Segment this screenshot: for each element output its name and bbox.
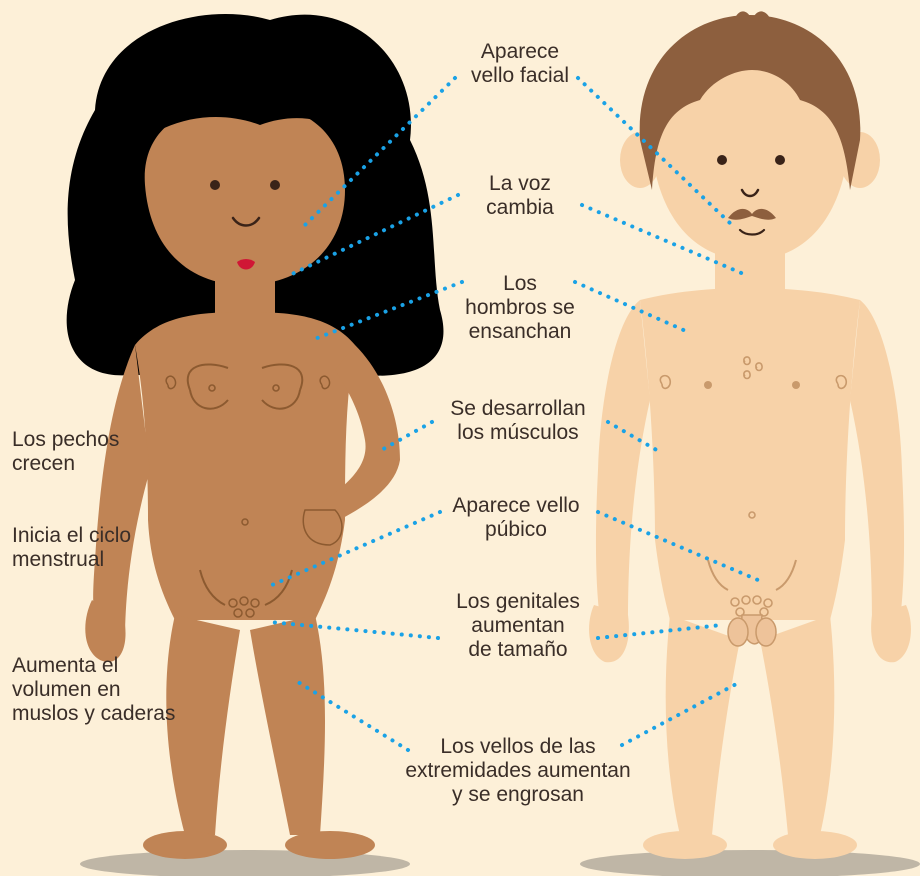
girl-figure <box>66 14 444 859</box>
girl-body <box>135 312 355 620</box>
label-muscles: Se desarrollan los músculos <box>450 397 586 444</box>
girl-left-leg <box>166 615 240 835</box>
label-thighs: Aumenta el volumen en muslos y caderas <box>12 654 176 725</box>
leader-pubic-boy <box>596 510 767 585</box>
boy-body <box>640 288 860 620</box>
label-shoulders: Los hombros se ensanchan <box>465 272 575 343</box>
boy-mustache <box>728 208 776 220</box>
leader-facial-hair-boy <box>576 76 734 227</box>
boy-left-arm <box>595 300 650 620</box>
label-menstrual: Inicia el ciclo menstrual <box>12 524 132 571</box>
label-breasts: Los pechos crecen <box>12 428 120 475</box>
boy-shadow <box>580 850 920 876</box>
leader-voice-boy <box>580 203 748 277</box>
leader-lines <box>268 76 767 752</box>
leader-muscles-boy <box>606 420 662 454</box>
label-limb-hair: Los vellos de las extremidades aumentan … <box>405 735 631 806</box>
leader-voice-girl <box>288 193 460 277</box>
leader-shoulders-girl <box>310 280 464 342</box>
boy-right-arm <box>850 300 905 620</box>
boy-right-leg <box>760 615 835 835</box>
boy-left-leg <box>665 615 740 835</box>
boy-hair <box>639 15 861 190</box>
label-pubic-hair: Aparece vello púbico <box>452 494 580 541</box>
girl-right-arm <box>305 345 400 530</box>
leader-limbs-girl <box>296 680 410 752</box>
leader-facial-hair-girl <box>303 76 457 227</box>
leader-genitals-boy <box>596 623 724 640</box>
girl-face <box>144 104 345 285</box>
leader-pubic-girl <box>270 510 442 587</box>
girl-left-arm <box>93 345 150 640</box>
leader-genitals-girl <box>268 620 440 640</box>
label-facial-hair: Aparece vello facial <box>470 40 570 87</box>
boy-figure <box>589 11 911 859</box>
leader-shoulders-boy <box>573 280 690 334</box>
label-voice: La voz cambia <box>486 172 554 219</box>
label-genitals: Los genitales aumentan de tamaño <box>456 590 580 661</box>
leader-muscles-girl <box>376 420 434 454</box>
girl-right-leg <box>250 615 325 835</box>
